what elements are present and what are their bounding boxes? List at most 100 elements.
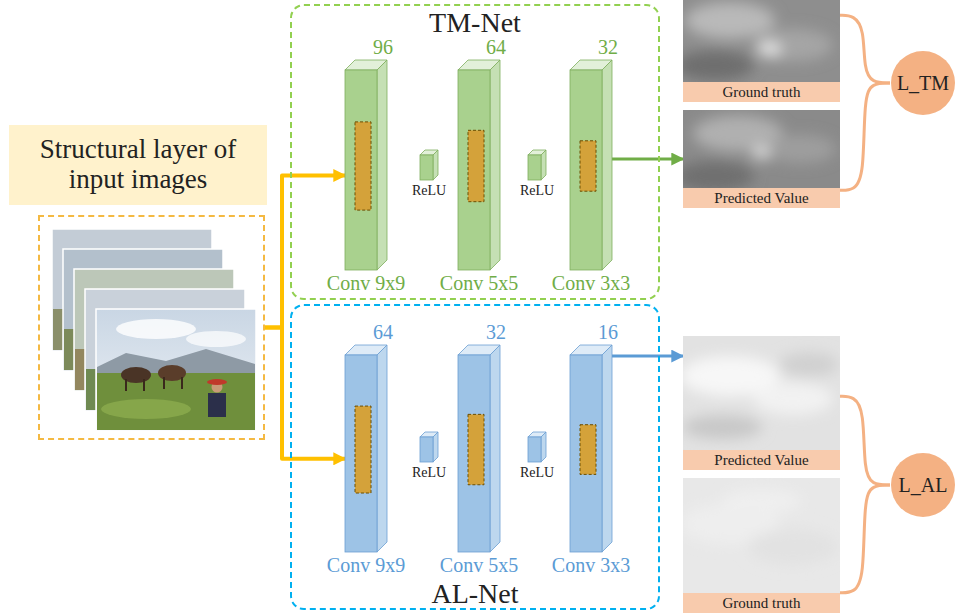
kernel-window: [355, 406, 371, 493]
caption-bar: Ground truth: [683, 82, 840, 102]
relu-block: [528, 150, 546, 180]
kernel-window: [580, 141, 596, 191]
output-picture: [683, 478, 840, 593]
block-front: [528, 437, 541, 462]
conv-layer: 32Conv 5x5: [458, 345, 500, 552]
haze-blob: [757, 41, 781, 57]
network-title: TM-Net: [292, 8, 658, 39]
conv-block: [345, 345, 387, 552]
loss-bracket: [840, 485, 890, 593]
activation-label: ReLU: [412, 183, 446, 198]
block-front: [570, 70, 602, 270]
haze-blob: [683, 51, 754, 81]
conv-block: [570, 60, 612, 270]
output-picture: [683, 0, 840, 82]
output-picture: [683, 110, 840, 188]
heading-box: Structural layer of input images: [9, 125, 267, 205]
image-haze: [683, 353, 839, 440]
relu-block: [420, 150, 438, 180]
haze-blob: [753, 29, 833, 61]
image-haze: [683, 115, 836, 188]
block-front: [458, 355, 490, 552]
output-image: Ground truth: [683, 0, 840, 102]
image-haze: [683, 489, 838, 565]
network-group: AL-Net64Conv 9x9ReLU32Conv 5x5ReLU16Conv…: [290, 304, 660, 610]
block-side: [602, 345, 612, 552]
output-image: Ground truth: [683, 478, 840, 613]
block-front: [345, 70, 377, 270]
block-front: [420, 155, 433, 180]
block-side: [541, 150, 546, 180]
kernel-window: [468, 414, 484, 484]
channel-count: 32: [598, 36, 618, 58]
relu-block: [528, 432, 546, 462]
conv-layer: 64Conv 5x5: [458, 60, 500, 270]
layer-label: Conv 3x3: [552, 272, 630, 294]
channel-count: 16: [598, 321, 618, 343]
layer-label: Conv 9x9: [327, 554, 405, 576]
loss-bracket: [840, 15, 890, 83]
conv-block: [458, 60, 500, 270]
conv-layer: 96Conv 9x9: [345, 60, 387, 270]
block-side: [602, 60, 612, 270]
loss-bracket: [840, 83, 890, 190]
haze-blob: [779, 353, 839, 377]
output-image: Predicted Value: [683, 110, 840, 208]
loss-bracket: [840, 396, 890, 485]
block-side: [490, 60, 500, 270]
caption-bar: Ground truth: [683, 593, 840, 613]
layer-label: Conv 9x9: [327, 272, 405, 294]
relu-block: [420, 432, 438, 462]
conv-layer: 64Conv 9x9: [345, 345, 387, 552]
block-side: [490, 345, 500, 552]
block-front: [420, 437, 433, 462]
channel-count: 64: [486, 36, 506, 58]
loss-circle: L_TM: [890, 50, 956, 116]
activation-label: ReLU: [412, 465, 446, 480]
loss-label: L_TM: [897, 72, 949, 94]
loss-circle: L_AL: [890, 452, 956, 518]
loss-circle-shape: [891, 51, 955, 115]
image-caption: Predicted Value: [714, 452, 808, 469]
kernel-window: [468, 130, 484, 201]
channel-count: 32: [486, 321, 506, 343]
relu-layer: ReLU: [528, 150, 546, 180]
channel-count: 96: [373, 36, 393, 58]
haze-blob: [683, 161, 754, 188]
haze-blob: [748, 529, 838, 565]
haze-blob: [685, 3, 775, 39]
kernel-window: [580, 425, 596, 475]
loss-label: L_AL: [899, 474, 948, 496]
conv-layer: 32Conv 3x3: [570, 60, 612, 270]
network-title: AL-Net: [292, 579, 658, 608]
front-photo: [96, 309, 256, 431]
haze-blob: [766, 135, 836, 163]
haze-blob: [753, 383, 833, 415]
conv-block: [458, 345, 500, 552]
layer-label: Conv 5x5: [440, 554, 518, 576]
loss-circle-shape: [891, 453, 955, 517]
block-front: [458, 70, 490, 270]
haze-blob: [722, 489, 802, 513]
flow-arrow: [265, 328, 345, 459]
relu-layer: ReLU: [420, 150, 438, 180]
relu-layer: ReLU: [528, 432, 546, 462]
caption-bar: Predicted Value: [683, 188, 840, 208]
haze-blob: [752, 146, 772, 160]
layer-label: Conv 3x3: [552, 554, 630, 576]
input-image-stack: Structural layer of input images: [38, 215, 265, 440]
image-haze: [683, 3, 833, 81]
block-front: [528, 155, 541, 180]
block-front: [570, 355, 602, 552]
block-side: [377, 60, 387, 270]
haze-blob: [683, 415, 762, 439]
layer-label: Conv 5x5: [440, 272, 518, 294]
photo-stack: [40, 217, 263, 438]
kernel-window: [355, 122, 371, 210]
network-group: TM-Net96Conv 9x9ReLU64Conv 5x5ReLU32Conv…: [290, 4, 660, 300]
conv-block: [570, 345, 612, 552]
input-heading: Structural layer of input images: [15, 135, 261, 194]
channel-count: 64: [373, 321, 393, 343]
conv-block: [345, 60, 387, 270]
